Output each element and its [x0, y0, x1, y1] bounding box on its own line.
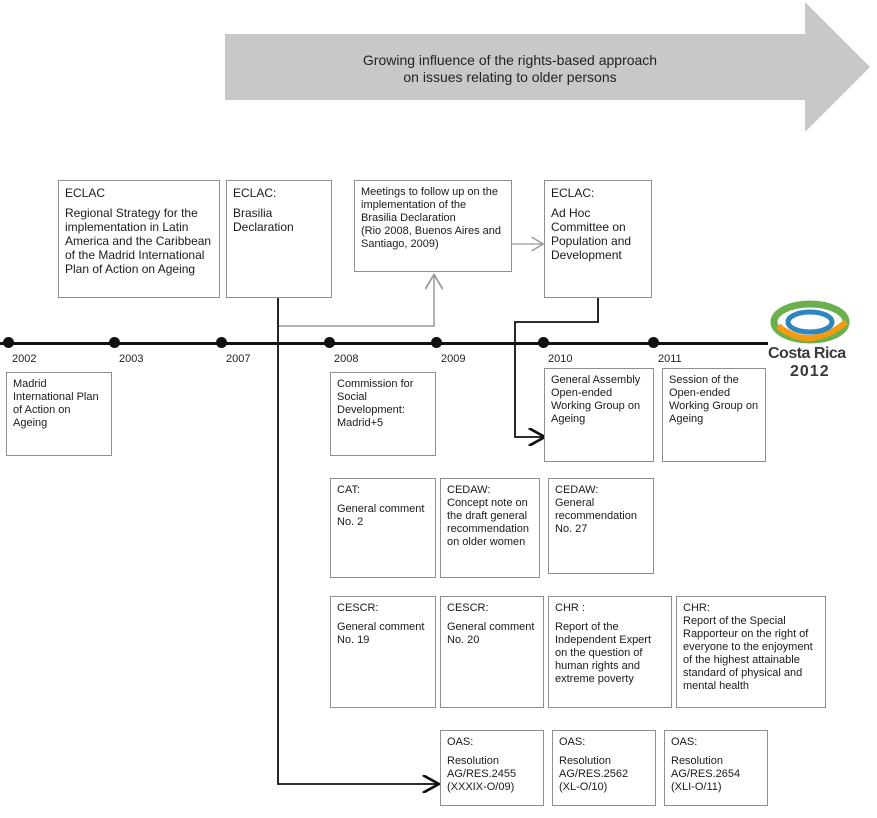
box-heading: OAS:	[671, 736, 698, 748]
box-body: Resolution AG/RES.2455 (XXXIX-O/09)	[447, 755, 517, 793]
box-cescr-general-comment-19: CESCR: General comment No. 19	[330, 596, 436, 708]
box-body: General comment No. 19	[337, 621, 425, 646]
box-commission-social-development: Commission for Social Development: Madri…	[330, 372, 436, 456]
year-label-2002: 2002	[12, 353, 37, 365]
timeline-dot-2009	[431, 337, 442, 348]
box-body: General comment No. 20	[447, 621, 535, 646]
box-session-oewg: Session of the Open-ended Working Group …	[662, 368, 766, 462]
box-heading: OAS:	[559, 736, 586, 748]
box-body: Resolution AG/RES.2654 (XLI-O/11)	[671, 755, 741, 793]
timeline-dot-2003	[109, 337, 120, 348]
box-oas-resolution-2562: OAS: Resolution AG/RES.2562 (XL-O/10)	[552, 730, 656, 806]
box-body: Regional Strategy for the implementation…	[65, 206, 212, 276]
box-heading: OAS:	[447, 736, 474, 748]
box-chr-special-rapporteur: CHR: Report of the Special Rapporteur on…	[676, 596, 826, 708]
timeline-dot-2002	[3, 337, 14, 348]
box-heading: ECLAC:	[551, 186, 595, 200]
box-body: Report of the Independent Expert on the …	[555, 621, 652, 685]
box-heading: General Assembly Open-ended Working Grou…	[551, 374, 641, 425]
box-body: Concept note on the draft general recomm…	[447, 497, 529, 548]
box-heading: CESCR:	[337, 602, 379, 614]
box-heading: CEDAW:	[555, 484, 599, 496]
box-body: Brasilia Declaration	[233, 206, 294, 234]
timeline-dot-2010	[538, 337, 549, 348]
box-brasilia-follow-up-meetings: Meetings to follow up on the implementat…	[354, 180, 512, 272]
box-cedaw-general-recommendation: CEDAW: General recommendation No. 27	[548, 478, 654, 574]
box-heading: Madrid International Plan of Action on A…	[13, 378, 99, 429]
logo-text: Costa Rica	[768, 345, 846, 362]
year-label-2009: 2009	[441, 353, 466, 365]
box-body: (Rio 2008, Buenos Aires and Santiago, 20…	[361, 225, 502, 250]
box-body: Resolution AG/RES.2562 (XL-O/10)	[559, 755, 629, 793]
timeline-dot-2011	[648, 337, 659, 348]
timeline-dot-2008	[324, 337, 335, 348]
box-heading: CEDAW:	[447, 484, 491, 496]
box-heading: Session of the Open-ended Working Group …	[669, 374, 759, 425]
box-oas-resolution-2654: OAS: Resolution AG/RES.2654 (XLI-O/11)	[664, 730, 768, 806]
year-label-2003: 2003	[119, 353, 144, 365]
box-general-assembly-oewg: General Assembly Open-ended Working Grou…	[544, 368, 654, 462]
box-chr-independent-expert: CHR : Report of the Independent Expert o…	[548, 596, 672, 708]
connector-adhoc-oewg	[514, 298, 599, 437]
arrow-caption-line1: Growing influence of the rights-based ap…	[362, 52, 658, 68]
box-cescr-general-comment-20: CESCR: General comment No. 20	[440, 596, 544, 708]
timeline-axis	[0, 342, 768, 345]
box-heading: Commission for Social Development: Madri…	[337, 378, 414, 429]
box-body: Report of the Special Rapporteur on the …	[683, 615, 813, 692]
box-oas-resolution-2455: OAS: Resolution AG/RES.2455 (XXXIX-O/09)	[440, 730, 544, 806]
year-label-2007: 2007	[226, 353, 251, 365]
box-eclac-ad-hoc-committee: ECLAC: Ad Hoc Committee on Population an…	[544, 180, 652, 298]
box-heading: Meetings to follow up on the implementat…	[361, 186, 498, 224]
arrow-caption: Growing influence of the rights-based ap…	[300, 52, 720, 86]
box-heading: ECLAC	[65, 186, 106, 200]
box-heading: ECLAC:	[233, 186, 277, 200]
year-label-2011: 2011	[658, 353, 682, 365]
box-heading: CHR :	[555, 602, 585, 614]
box-heading: CAT:	[337, 484, 361, 496]
box-heading: CESCR:	[447, 602, 489, 614]
connector-brasilia-oas	[277, 298, 437, 784]
costa-rica-2012-logo	[770, 300, 850, 344]
box-body: General recommendation No. 27	[555, 497, 637, 535]
box-body: General comment No. 2	[337, 503, 425, 528]
box-body: Ad Hoc Committee on Population and Devel…	[551, 206, 632, 262]
box-eclac-brasilia-declaration: ECLAC: Brasilia Declaration	[226, 180, 332, 298]
timeline-dot-2007	[216, 337, 227, 348]
box-cedaw-concept-note: CEDAW: Concept note on the draft general…	[440, 478, 540, 578]
year-label-2010: 2010	[548, 353, 573, 365]
logo-year: 2012	[790, 363, 830, 380]
box-eclac-regional-strategy: ECLAC Regional Strategy for the implemen…	[58, 180, 220, 298]
box-heading: CHR:	[683, 602, 710, 614]
box-madrid-plan: Madrid International Plan of Action on A…	[6, 372, 112, 456]
arrow-caption-line2: on issues relating to older persons	[403, 69, 617, 85]
rights-based-approach-arrow	[225, 2, 870, 132]
year-label-2008: 2008	[334, 353, 359, 365]
box-cat-general-comment: CAT: General comment No. 2	[330, 478, 436, 578]
